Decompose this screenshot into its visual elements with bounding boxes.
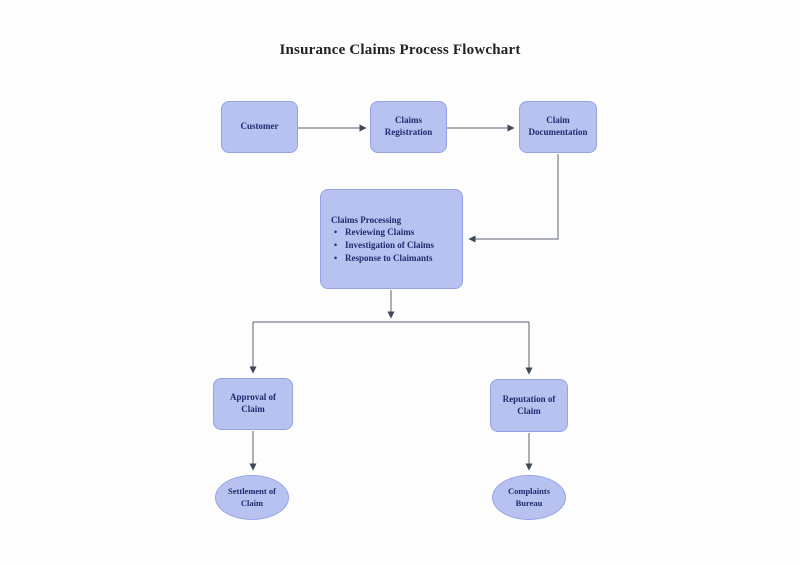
- node-customer-label: Customer: [240, 121, 279, 132]
- node-reputation-of-claim: Reputation of Claim: [490, 379, 568, 432]
- node-claim-documentation: Claim Documentation: [519, 101, 597, 153]
- node-complaints-bureau: Complaints Bureau: [492, 475, 566, 520]
- node-approval-of-claim-label: Approval of Claim: [229, 392, 277, 414]
- node-complaints-bureau-label: Complaints Bureau: [507, 486, 551, 508]
- claims-processing-bullet-3: Response to Claimants: [331, 252, 434, 265]
- page-title: Insurance Claims Process Flowchart: [279, 42, 521, 58]
- node-approval-of-claim: Approval of Claim: [213, 378, 293, 430]
- node-claims-registration-label: Claims Registration: [384, 115, 433, 137]
- claims-processing-bullet-1: Reviewing Claims: [331, 226, 434, 239]
- claims-processing-bullet-list: Reviewing Claims Investigation of Claims…: [331, 226, 434, 264]
- node-customer: Customer: [221, 101, 298, 153]
- node-settlement-of-claim-label: Settlement of Claim: [228, 486, 276, 508]
- node-settlement-of-claim: Settlement of Claim: [215, 475, 289, 520]
- claims-processing-bullet-2: Investigation of Claims: [331, 239, 434, 252]
- node-claims-registration: Claims Registration: [370, 101, 447, 153]
- node-reputation-of-claim-label: Reputation of Claim: [502, 393, 556, 416]
- node-claims-processing: Claims Processing Reviewing Claims Inves…: [320, 189, 463, 289]
- node-claims-processing-title: Claims Processing: [331, 214, 402, 225]
- connector-documentation-to-processing: [468, 154, 559, 243]
- node-claim-documentation-label: Claim Documentation: [528, 115, 588, 137]
